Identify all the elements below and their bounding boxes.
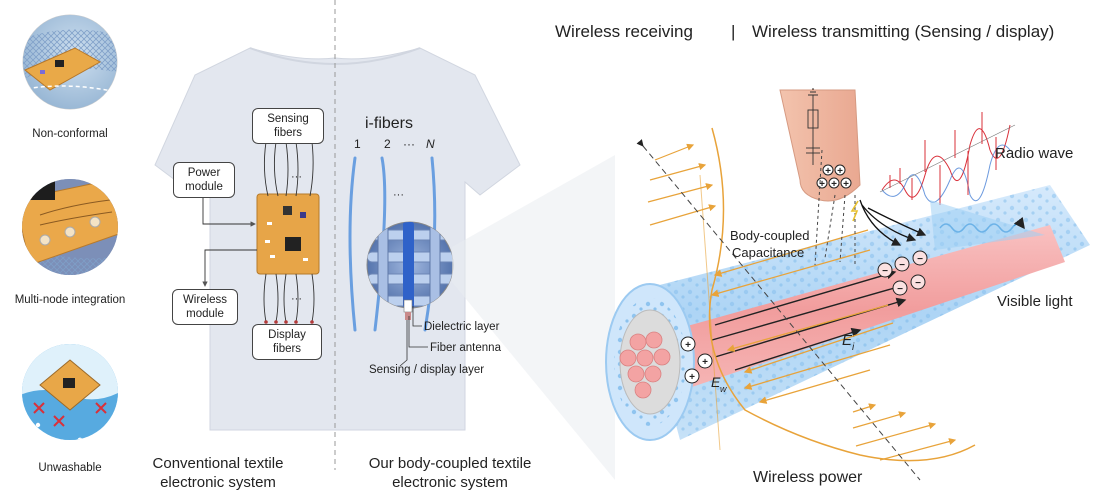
power-module-line2: module (185, 181, 223, 193)
coupling-field-lines (859, 199, 927, 246)
ew-label-main: E (711, 374, 721, 390)
ei-label-sub: i (852, 342, 855, 353)
t-shirt (154, 47, 521, 431)
finger-charges (816, 164, 852, 189)
finger-charge-plus: + (825, 166, 831, 177)
wireless-module-box: Wireless module (172, 289, 238, 325)
finger-charge-plus: + (831, 179, 837, 190)
wireless-module-line1: Wireless (182, 294, 228, 306)
unwashable-illustration (22, 344, 118, 440)
body-coupled-system-title: Our body-coupled textile electronic syst… (340, 454, 560, 492)
wireless-power-label: Wireless power (753, 469, 863, 486)
sensing-fibers-box: Sensing fibers (252, 108, 324, 144)
body-coupled-title-line2: electronic system (392, 474, 508, 491)
body-coupled-label-1: Body-coupled (730, 228, 810, 243)
fiber-label-dots: ··· (403, 137, 415, 151)
conventional-system-title: Conventional textile electronic system (128, 454, 308, 492)
tube-charge-minus: − (917, 254, 923, 265)
dielectric-layer-label: Dielectric layer (424, 321, 500, 333)
power-module-line1: Power (187, 167, 221, 179)
weave-magnifier (366, 221, 454, 320)
tube-negative-charges (877, 250, 928, 296)
header-separator: | (731, 22, 735, 41)
ew-label-sub: w (720, 384, 727, 394)
power-module-box: Power module (173, 162, 235, 198)
conventional-title-line1: Conventional textile (152, 455, 284, 472)
fiber-label-n: N (426, 137, 435, 151)
tube-charge-minus: − (899, 260, 905, 271)
display-fibers-line2: fibers (272, 343, 302, 355)
weave-callout-lines (399, 306, 428, 367)
finger (779, 88, 861, 266)
field-lines-ew (710, 229, 894, 404)
wireless-power-wave (636, 127, 976, 481)
tube-charge-minus: − (915, 278, 921, 289)
radio-wave (879, 112, 1016, 205)
header-left: Wireless receiving (555, 22, 693, 41)
display-fiber-wires (263, 273, 315, 323)
wireless-module-line2: module (186, 308, 224, 320)
power-module-connector (202, 196, 256, 227)
visible-light-glow (930, 200, 1045, 250)
body-coupled-title-line1: Our body-coupled textile (368, 455, 532, 472)
shirt-middle-dots: ··· (393, 189, 404, 201)
sensing-ellipsis: ··· (291, 171, 302, 183)
display-ellipsis: ··· (291, 293, 302, 305)
wireless-module-connector (202, 249, 257, 287)
sensing-fibers-line1: Sensing (267, 113, 309, 125)
multi-node-illustration (22, 179, 118, 275)
fiber-antenna-label: Fiber antenna (430, 342, 502, 354)
finger-charge-plus: + (843, 179, 849, 190)
radio-wave-label: Radio wave (995, 145, 1073, 162)
zoom-wedge (452, 155, 615, 480)
tube-charge-plus: + (689, 372, 695, 383)
caption-multi-node: Multi-node integration (14, 294, 126, 306)
sensing-display-layer-label: Sensing / display layer (369, 364, 484, 376)
display-fibers-box: Display fibers (252, 324, 322, 360)
caption-non-conformal: Non-conformal (32, 128, 108, 140)
sensing-fiber-wires (263, 141, 314, 197)
body-coupled-label-2: Capacitance (732, 245, 804, 260)
caption-unwashable: Unwashable (38, 462, 102, 474)
header-right: Wireless transmitting (Sensing / display… (752, 22, 1054, 41)
conventional-title-line2: electronic system (160, 474, 276, 491)
tube-positive-charges (680, 336, 713, 384)
tube-charge-plus: + (685, 340, 691, 351)
tube-charge-minus: − (882, 266, 888, 277)
pcb-board (256, 193, 320, 275)
tube-charge-minus: − (897, 284, 903, 295)
finger-charge-plus: + (819, 179, 825, 190)
tube-charge-plus: + (702, 357, 708, 368)
non-conformal-illustration (22, 14, 118, 110)
field-lines-ei (711, 269, 907, 371)
finger-charge-plus: + (837, 166, 843, 177)
sensing-fibers-line2: fibers (273, 127, 303, 139)
fiber-label-2: 2 (384, 137, 391, 151)
fiber-label-1: 1 (354, 137, 361, 151)
ei-label-main: E (842, 332, 853, 349)
visible-light-label: Visible light (997, 293, 1073, 310)
display-fibers-line1: Display (268, 329, 306, 341)
ifibers-title: i-fibers (365, 115, 413, 132)
